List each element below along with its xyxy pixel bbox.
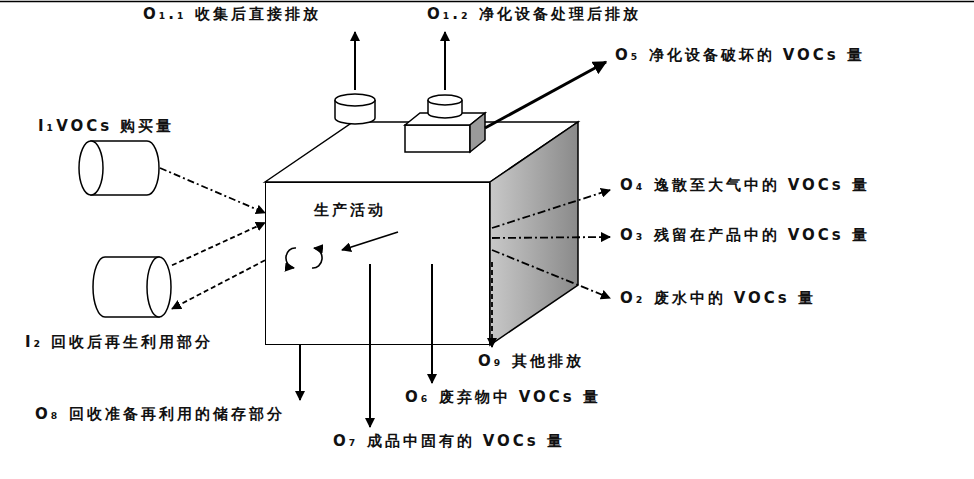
device-cylinder-top: [428, 95, 462, 105]
input-label: I₁VOCs 购买量: [38, 117, 174, 135]
outlet-cylinder-top: [335, 94, 375, 106]
device-front: [405, 125, 470, 152]
waste-arrow: [431, 264, 433, 383]
flow-label: O₅ 净化设备破坏的 VOCs 量: [615, 46, 865, 64]
device-side: [470, 113, 485, 152]
flow-label: O₇ 成品中固有的 VOCs 量: [333, 432, 565, 450]
product-arrow: [492, 237, 610, 238]
storage-arrow: [299, 345, 301, 400]
production-box: 生产活动: [265, 182, 490, 345]
recycle-symbol: [286, 248, 296, 268]
flow-label: O₉ 其他排放: [478, 352, 584, 370]
flow-label: O₈ 回收准备再利用的储存部分: [35, 405, 285, 423]
flow-label: O₁.₁ 收集后直接排放: [143, 5, 321, 23]
flow-label: O₂ 废水中的 VOCs 量: [620, 289, 816, 307]
flow-connector: [160, 168, 265, 213]
finished-product-arrow: [369, 264, 371, 427]
destroyed-arrow: [485, 62, 606, 128]
cylinder-shape: [92, 256, 172, 318]
fugitive-arrow: [492, 190, 610, 228]
cylinder-end: [147, 257, 171, 317]
emission-arrow: [444, 32, 446, 90]
cylinder-end: [79, 141, 103, 195]
flow-label: O₁.₂ 净化设备处理后排放: [427, 5, 641, 23]
flow-connector: [172, 223, 265, 266]
recycle-symbol: [312, 248, 322, 268]
flow-label: O₆ 废弃物中 VOCs 量: [405, 388, 601, 406]
wastewater-arrow: [492, 250, 610, 298]
top-rule: [0, 1, 974, 3]
box-front-face: [265, 182, 490, 345]
cylinder-shape: [78, 140, 160, 196]
input-label: I₂ 回收后再生利用部分: [25, 333, 213, 351]
purchase-cylinder: I₁VOCs 购买量: [78, 140, 160, 196]
box-side-face: [490, 122, 578, 345]
flow-label: O₃ 残留在产品中的 VOCs 量: [620, 226, 870, 244]
recycle-cylinder: I₂ 回收后再生利用部分: [92, 256, 172, 318]
inner-arrow: [342, 232, 398, 250]
other-arrow: [491, 262, 493, 347]
emission-arrow: [354, 32, 356, 90]
node-title: 生产活动: [314, 201, 386, 219]
flow-connector: [172, 260, 265, 308]
flow-label: O₄ 逸散至大气中的 VOCs 量: [620, 176, 870, 194]
